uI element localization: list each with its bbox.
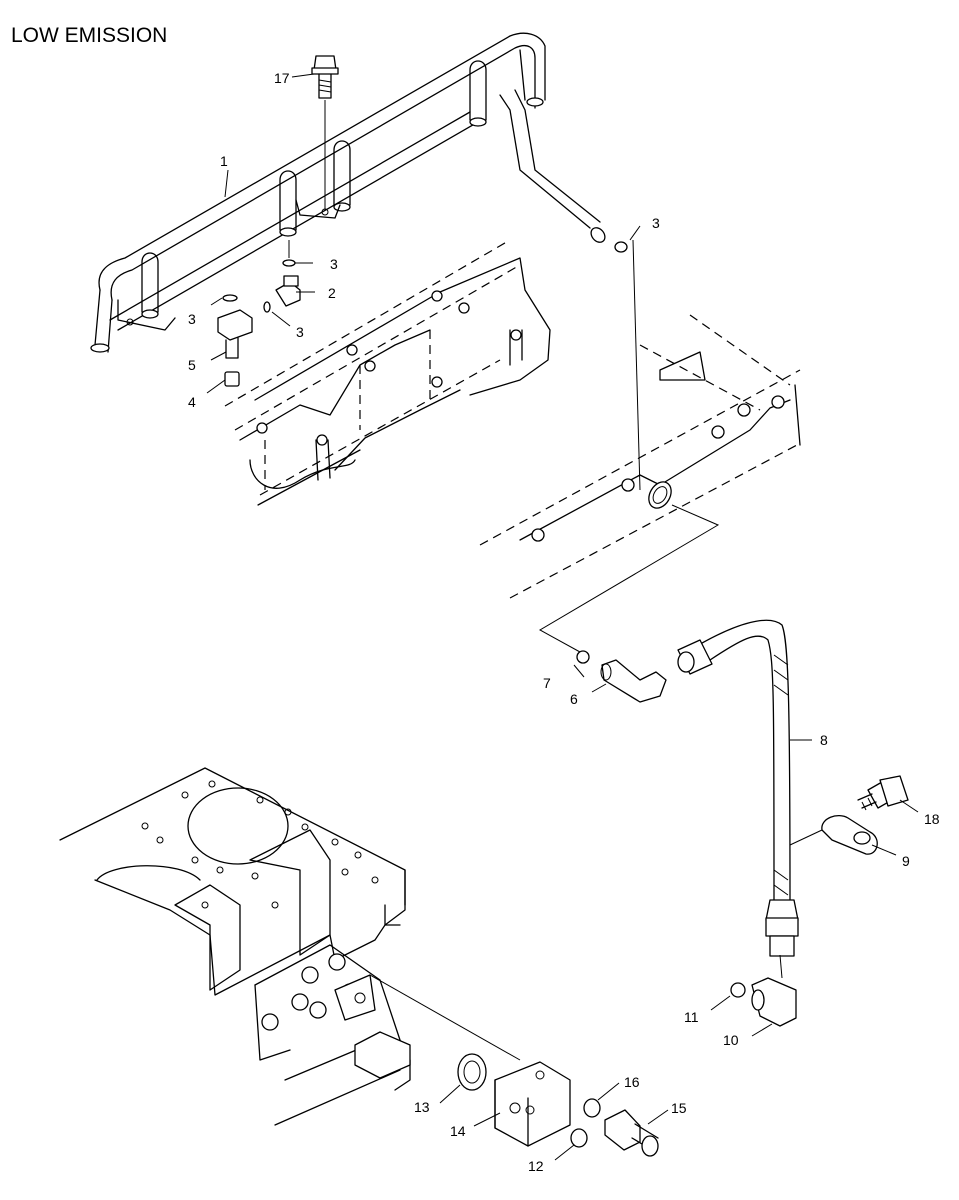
- callout-6: 6: [570, 691, 578, 707]
- callout-3-lower: 3: [296, 324, 304, 340]
- callout-4: 4: [188, 394, 196, 410]
- callout-3-right: 3: [652, 215, 660, 231]
- manifold-pipe: [90, 32, 606, 353]
- washer-3-right: [614, 241, 628, 253]
- callout-7: 7: [543, 675, 551, 691]
- engine-block-left: [59, 767, 521, 1126]
- callout-leaders: [206, 73, 919, 1161]
- callout-11: 11: [684, 1009, 699, 1025]
- callout-8: 8: [820, 732, 828, 748]
- page-title: LOW EMISSION: [11, 24, 168, 47]
- callout-1: 1: [220, 153, 228, 169]
- clamp-9-bolt-18: [789, 775, 909, 855]
- callout-10: 10: [723, 1032, 739, 1048]
- callout-16: 16: [624, 1074, 640, 1090]
- callout-5: 5: [188, 357, 196, 373]
- callout-17: 17: [274, 70, 290, 86]
- callout-2: 2: [328, 285, 336, 301]
- callout-13: 13: [414, 1099, 430, 1115]
- leader-right-long: [632, 239, 641, 491]
- hose-8: [677, 619, 799, 957]
- callout-15: 15: [671, 1100, 687, 1116]
- callout-3-upper: 3: [330, 256, 338, 272]
- engine-block-right: [479, 314, 801, 653]
- callout-3-left: 3: [188, 311, 196, 327]
- cylinder-head: [224, 239, 551, 506]
- plate-14-and-fittings: [457, 1053, 659, 1157]
- fitting-parts-top: [217, 240, 301, 387]
- callout-18: 18: [924, 811, 940, 827]
- callout-12: 12: [528, 1158, 544, 1174]
- bolt-17: [311, 55, 339, 210]
- part-6-7: [576, 650, 667, 703]
- callout-14: 14: [450, 1123, 466, 1139]
- elbow-10-washer-11: [730, 954, 797, 1027]
- callout-9: 9: [902, 853, 910, 869]
